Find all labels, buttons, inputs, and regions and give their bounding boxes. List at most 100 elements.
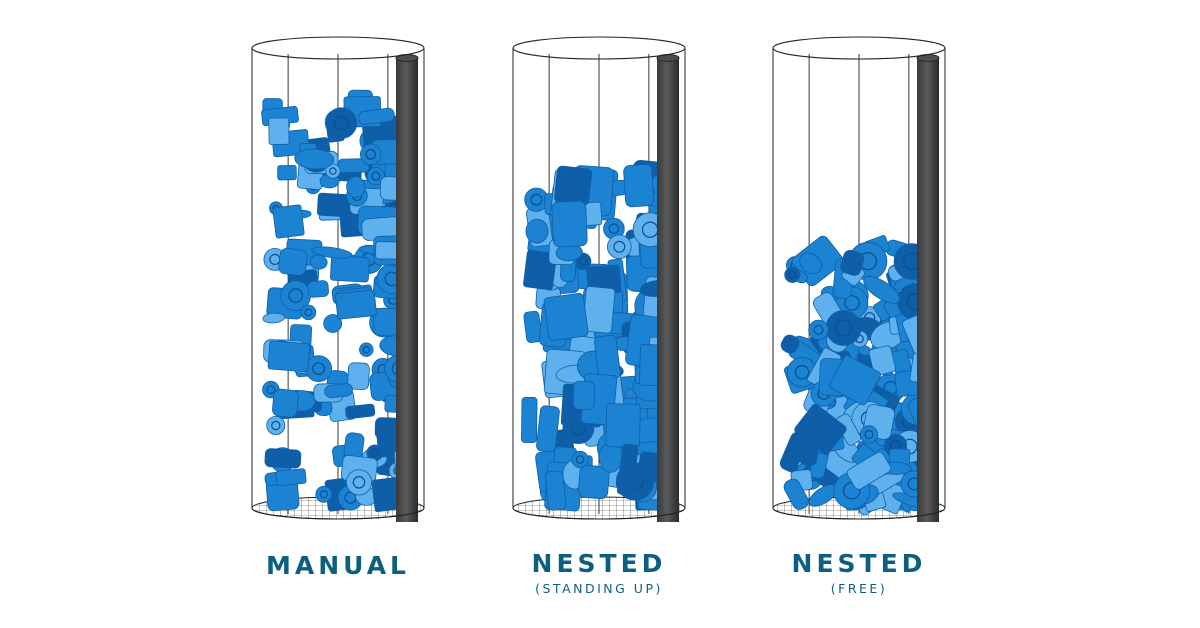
part-block [277,164,297,181]
part-hole [352,475,366,489]
sublabel-standing-up: (STANDING UP) [535,581,663,596]
part-round [571,450,589,469]
sublabel-free: (FREE) [830,581,888,596]
cylinder-bottom-rim [512,507,686,520]
part-hole [844,295,860,311]
part-block [543,292,589,341]
part-block [330,255,370,283]
cylinder-bottom-rim [251,507,425,520]
part-block [272,388,299,418]
part-hole [864,430,874,440]
part-round [784,266,801,283]
part-hole [266,385,276,395]
cylinder-bottom-rim [772,507,946,520]
part-round [345,469,373,496]
part-block [267,340,311,373]
part-curved [799,252,822,274]
support-rod [396,58,418,522]
part-block [868,345,896,376]
part-block [794,403,847,455]
part-hole [578,256,587,266]
part-block [623,163,655,208]
part-block [783,478,809,510]
packed-parts [521,160,676,512]
part-round [359,342,374,357]
part-block [840,249,865,276]
part-hole [371,171,381,181]
cylinder-top-rim [251,36,425,60]
cylinder-top-rim [512,36,686,60]
part-block [335,289,377,320]
label-manual: MANUAL [266,551,410,580]
part-hole [288,288,303,303]
part-block [307,280,329,298]
part-hole [813,324,824,335]
part-round [325,107,358,139]
part-curved [262,312,285,324]
part-block [358,107,395,125]
part-block [578,464,610,500]
part-curved [311,246,353,259]
container-manual [251,36,425,522]
part-curved [525,218,549,244]
part-block [846,451,892,490]
part-block [272,204,305,239]
part-hole [365,149,376,160]
part-round [360,143,382,166]
part-round [808,319,829,341]
part-hole [319,490,328,499]
packed-parts [779,235,939,516]
part-round [859,425,879,444]
packed-parts [261,89,414,513]
part-hole [613,240,626,253]
part-hole [370,448,379,458]
part-curved [863,275,900,304]
part-hole [312,362,326,376]
part-block [347,362,370,391]
part-hole [362,346,370,354]
part-curved [346,176,366,199]
part-block [264,448,302,469]
part-round [606,234,632,260]
part-block [278,248,308,276]
part-round [300,304,317,321]
part-block [829,355,881,406]
part-curved [323,314,343,333]
part-round [305,355,333,383]
part-block [572,380,595,411]
part-block [554,165,592,206]
part-block [268,117,290,145]
container-nested-free [772,36,946,522]
part-hole [788,270,797,279]
part-block [324,383,353,399]
part-hole [329,167,337,175]
part-hole [271,420,281,431]
part-block [605,403,641,448]
part-round [825,310,862,346]
part-hole [608,223,620,234]
container-nested-standing [512,36,686,522]
part-round [315,485,333,503]
part-block [275,468,307,487]
part-block [545,470,567,511]
support-rod [917,58,939,522]
part-hole [834,319,852,337]
support-rod [657,58,679,522]
part-hole [794,365,810,380]
part-block [780,334,800,354]
part-round [266,415,286,435]
part-block [551,200,588,248]
part-curved [294,148,335,170]
part-block [521,396,538,443]
part-hole [304,308,313,317]
part-hole [333,115,349,131]
part-round [366,167,385,186]
label-nested-free: NESTED [791,549,927,578]
part-hole [530,193,543,206]
part-block [523,249,557,291]
cylinder-top-rim [772,36,946,60]
part-block [536,405,560,453]
part-round [325,163,341,179]
part-hole [575,455,585,464]
